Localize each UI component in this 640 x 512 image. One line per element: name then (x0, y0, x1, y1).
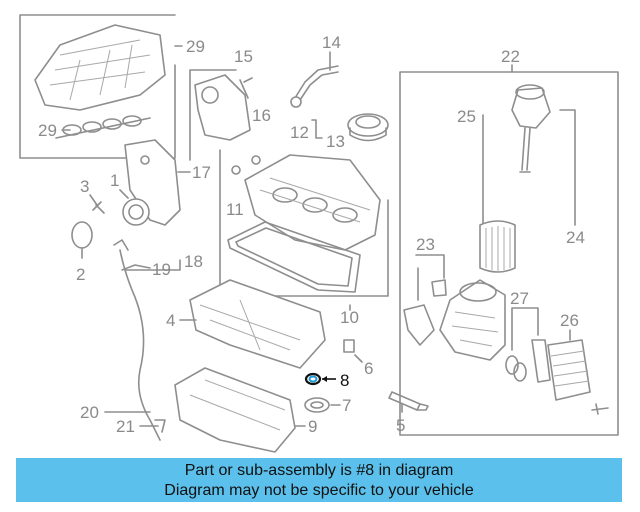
callout-9: 9 (308, 417, 317, 436)
sealant-part-5 (388, 391, 429, 413)
bolt-and-plug-group (71, 194, 105, 259)
callout-17: 17 (192, 163, 211, 182)
oil-filter-housing-group (399, 64, 619, 436)
valve-cover-group (219, 149, 389, 297)
callout-24: 24 (566, 228, 585, 247)
dipstick-group (104, 239, 181, 441)
callout-21: 21 (116, 417, 135, 436)
drain-plug-group (343, 339, 363, 363)
callout-8[interactable]: 8 (340, 371, 349, 390)
oil-cap-group (311, 113, 389, 142)
callout-4: 4 (166, 311, 175, 330)
callout-10: 10 (340, 308, 359, 327)
callout-27: 27 (510, 289, 529, 308)
callout-23: 23 (416, 235, 435, 254)
upper-oil-pan-group (179, 279, 351, 369)
callout-14: 14 (322, 33, 341, 52)
callout-26: 26 (560, 311, 579, 330)
callout-2: 2 (76, 265, 85, 284)
banner-line-part: Part or sub-assembly is #8 in diagram (184, 462, 454, 479)
callout-5: 5 (396, 416, 405, 435)
timing-cover-group (189, 69, 253, 161)
callout-20: 20 (80, 403, 99, 422)
callout-7: 7 (342, 396, 351, 415)
exploded-parts-diagram: 29 29 15 16 14 12 13 17 3 1 2 11 18 19 4… (19, 14, 619, 453)
callout-15: 15 (234, 47, 253, 66)
callout-22: 22 (501, 47, 520, 66)
front-cover-group (119, 139, 191, 226)
callout-13: 13 (326, 132, 345, 151)
gasket-part-7 (304, 397, 341, 413)
lower-oil-pan-group (174, 367, 306, 453)
banner-line-disclaimer: Diagram may not be specific to your vehi… (164, 482, 474, 499)
intake-manifold-group (19, 14, 183, 159)
callout-12: 12 (290, 123, 309, 142)
callout-6: 6 (364, 359, 373, 378)
info-banner: Part or sub-assembly is #8 in diagram Di… (16, 458, 622, 502)
callout-3: 3 (80, 177, 89, 196)
callout-19: 19 (152, 260, 171, 279)
callout-18: 18 (184, 252, 203, 271)
callout-16: 16 (252, 106, 271, 125)
callout-28: 29 (186, 37, 205, 56)
callout-1: 1 (110, 171, 119, 190)
breather-hose-group (290, 51, 339, 108)
seal-ring-part-8[interactable] (304, 372, 336, 386)
callout-29: 29 (38, 121, 57, 140)
callout-11: 11 (226, 200, 244, 219)
callout-25: 25 (457, 107, 476, 126)
